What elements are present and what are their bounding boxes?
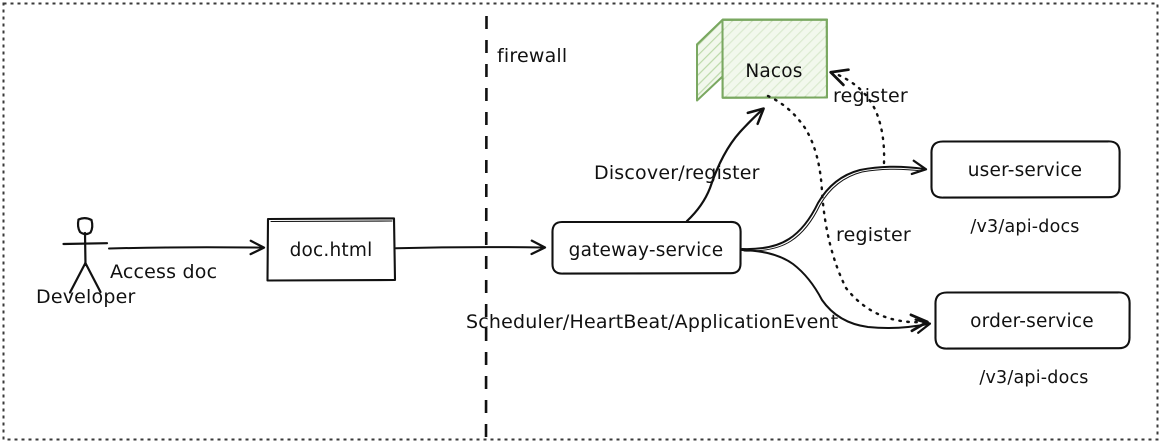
node-label-order-service: order-service xyxy=(970,311,1094,332)
edge-doc-to-gateway xyxy=(395,239,547,256)
edge-label-discover-register: Discover/register xyxy=(594,162,760,184)
node-label-nacos: Nacos xyxy=(745,61,802,82)
node-gateway-service[interactable] xyxy=(551,220,742,275)
edge-user-service-to-nacos xyxy=(829,68,886,165)
annotation-scheduler-heartbeat: Scheduler/HeartBeat/ApplicationEvent xyxy=(466,311,838,333)
node-nacos[interactable] xyxy=(696,18,828,102)
edge-label-register-top: register xyxy=(833,85,908,107)
node-sublabel-order-service-docs: /v3/api-docs xyxy=(979,368,1088,388)
edge-gateway-to-order-service xyxy=(741,249,932,334)
node-label-user-service: user-service xyxy=(968,160,1083,181)
edge-gateway-to-user-service xyxy=(741,159,928,251)
boundary-firewall xyxy=(484,15,488,443)
node-order-service[interactable] xyxy=(934,291,1131,350)
node-sublabel-user-service-docs: /v3/api-docs xyxy=(970,217,1079,237)
stick-figure-icon xyxy=(62,217,109,294)
edge-label-access-doc: Access doc xyxy=(110,261,217,283)
node-label-gateway-service: gateway-service xyxy=(569,240,724,261)
edge-developer-to-doc xyxy=(108,239,266,256)
edge-gateway-to-user-service-sketch xyxy=(743,168,923,252)
edge-gateway-to-nacos xyxy=(685,107,765,223)
actor-label-developer: Developer xyxy=(36,286,136,308)
edge-nacos-to-order-service xyxy=(766,94,929,333)
node-doc-html[interactable] xyxy=(266,217,397,282)
node-label-doc-html: doc.html xyxy=(290,240,373,261)
node-user-service[interactable] xyxy=(930,140,1121,199)
boundary-label-firewall: firewall xyxy=(497,45,567,67)
edge-label-register-mid: register xyxy=(836,224,911,246)
